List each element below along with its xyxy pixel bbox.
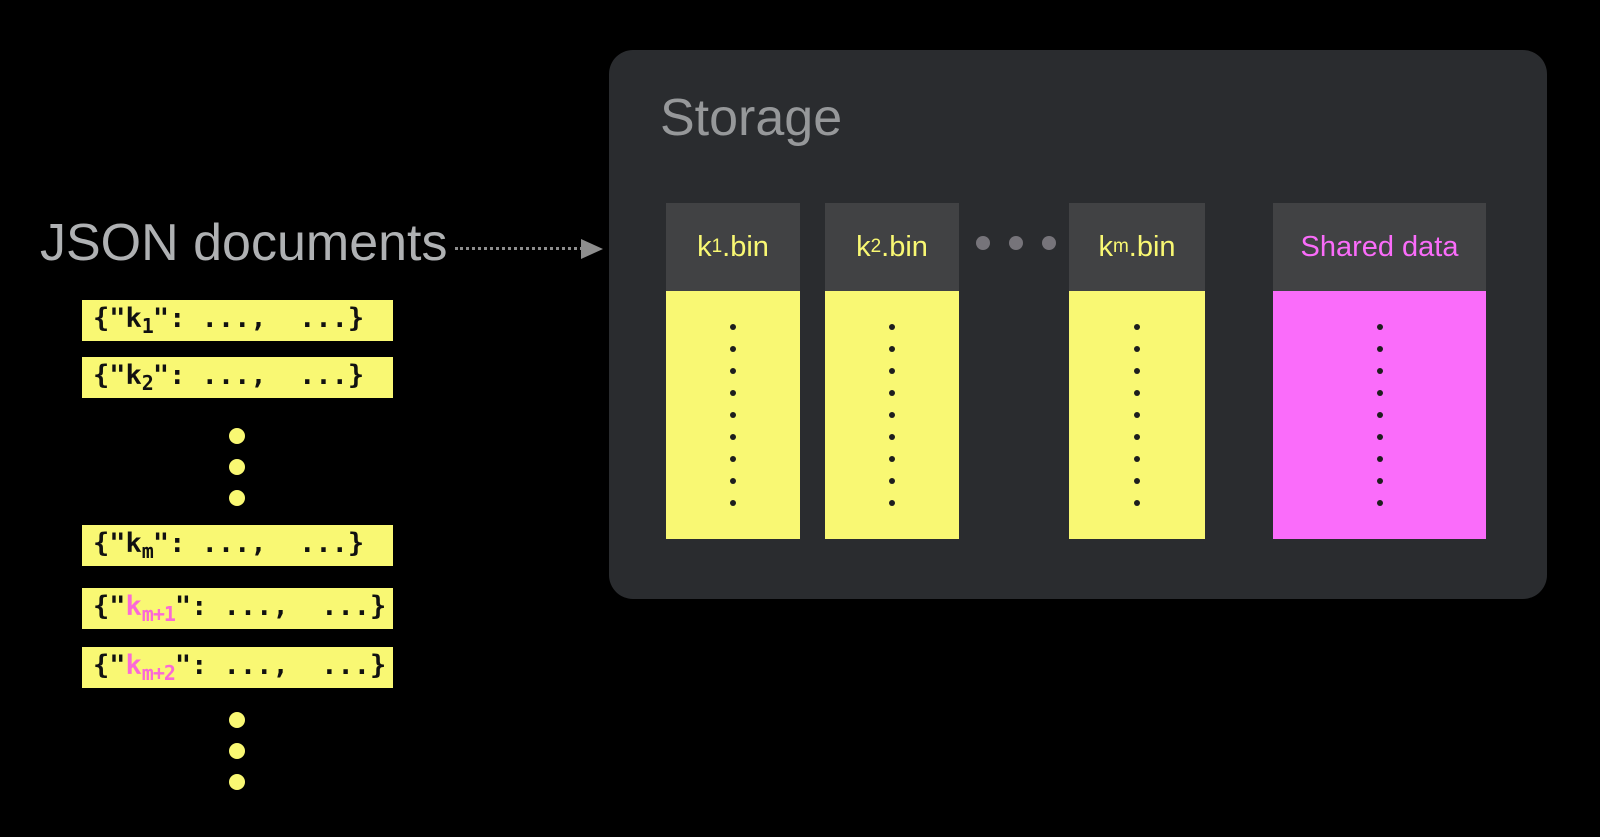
dot <box>889 390 895 396</box>
dot <box>229 428 245 444</box>
dot <box>889 434 895 440</box>
json-document-code: {"km": ..., ...} <box>93 528 365 563</box>
dot <box>889 478 895 484</box>
dot <box>976 236 990 250</box>
bin-file-body <box>1069 291 1205 539</box>
dot <box>1134 412 1140 418</box>
storage-column-shared-data: Shared data <box>1273 203 1486 539</box>
dot <box>229 743 245 759</box>
dot <box>1134 368 1140 374</box>
dot <box>730 434 736 440</box>
dot <box>889 412 895 418</box>
dot <box>229 712 245 728</box>
bin-file-body <box>825 291 959 539</box>
dot <box>730 324 736 330</box>
json-document-bar-highlighted: {"km+1": ..., ...} <box>82 588 393 629</box>
dotted-arrow-line <box>455 247 583 250</box>
horizontal-ellipsis-icon <box>976 236 1056 250</box>
dot <box>1376 478 1383 484</box>
json-document-code: {"k1": ..., ...} <box>93 303 365 338</box>
dot <box>229 490 245 506</box>
storage-title: Storage <box>660 89 843 147</box>
dot <box>730 456 736 462</box>
json-document-code: {"k2": ..., ...} <box>93 360 365 395</box>
arrow-head-icon <box>581 239 603 259</box>
dot <box>1134 390 1140 396</box>
dot <box>1134 500 1140 506</box>
dot <box>1376 346 1383 352</box>
dot <box>1376 390 1383 396</box>
dot <box>1134 434 1140 440</box>
json-document-bar: {"km": ..., ...} <box>82 525 393 566</box>
dot <box>730 346 736 352</box>
dot <box>229 774 245 790</box>
dot <box>1134 324 1140 330</box>
shared-data-body <box>1273 291 1486 539</box>
dot <box>889 368 895 374</box>
dot <box>1134 346 1140 352</box>
bin-file-body <box>666 291 800 539</box>
vertical-ellipsis-icon <box>229 428 245 506</box>
dot <box>889 456 895 462</box>
json-document-bar: {"k1": ..., ...} <box>82 300 393 341</box>
dot <box>730 478 736 484</box>
dot <box>1376 412 1383 418</box>
dot <box>1376 500 1383 506</box>
dot <box>889 324 895 330</box>
json-document-bar: {"k2": ..., ...} <box>82 357 393 398</box>
json-document-code: {"km+2": ..., ...} <box>93 650 387 685</box>
dot <box>889 346 895 352</box>
json-document-code: {"km+1": ..., ...} <box>93 591 387 626</box>
json-document-bar-highlighted: {"km+2": ..., ...} <box>82 647 393 688</box>
dot <box>730 500 736 506</box>
dot <box>1376 456 1383 462</box>
json-documents-title: JSON documents <box>40 214 448 272</box>
dot <box>1376 324 1383 330</box>
dot <box>1134 478 1140 484</box>
dot <box>730 368 736 374</box>
dot <box>1376 368 1383 374</box>
dot <box>1009 236 1023 250</box>
dot <box>889 500 895 506</box>
dot <box>730 390 736 396</box>
dot <box>1134 456 1140 462</box>
dot <box>1376 434 1383 440</box>
dot <box>730 412 736 418</box>
vertical-ellipsis-icon <box>229 712 245 790</box>
dot <box>229 459 245 475</box>
shared-data-header: Shared data <box>1273 203 1486 291</box>
dot <box>1042 236 1056 250</box>
